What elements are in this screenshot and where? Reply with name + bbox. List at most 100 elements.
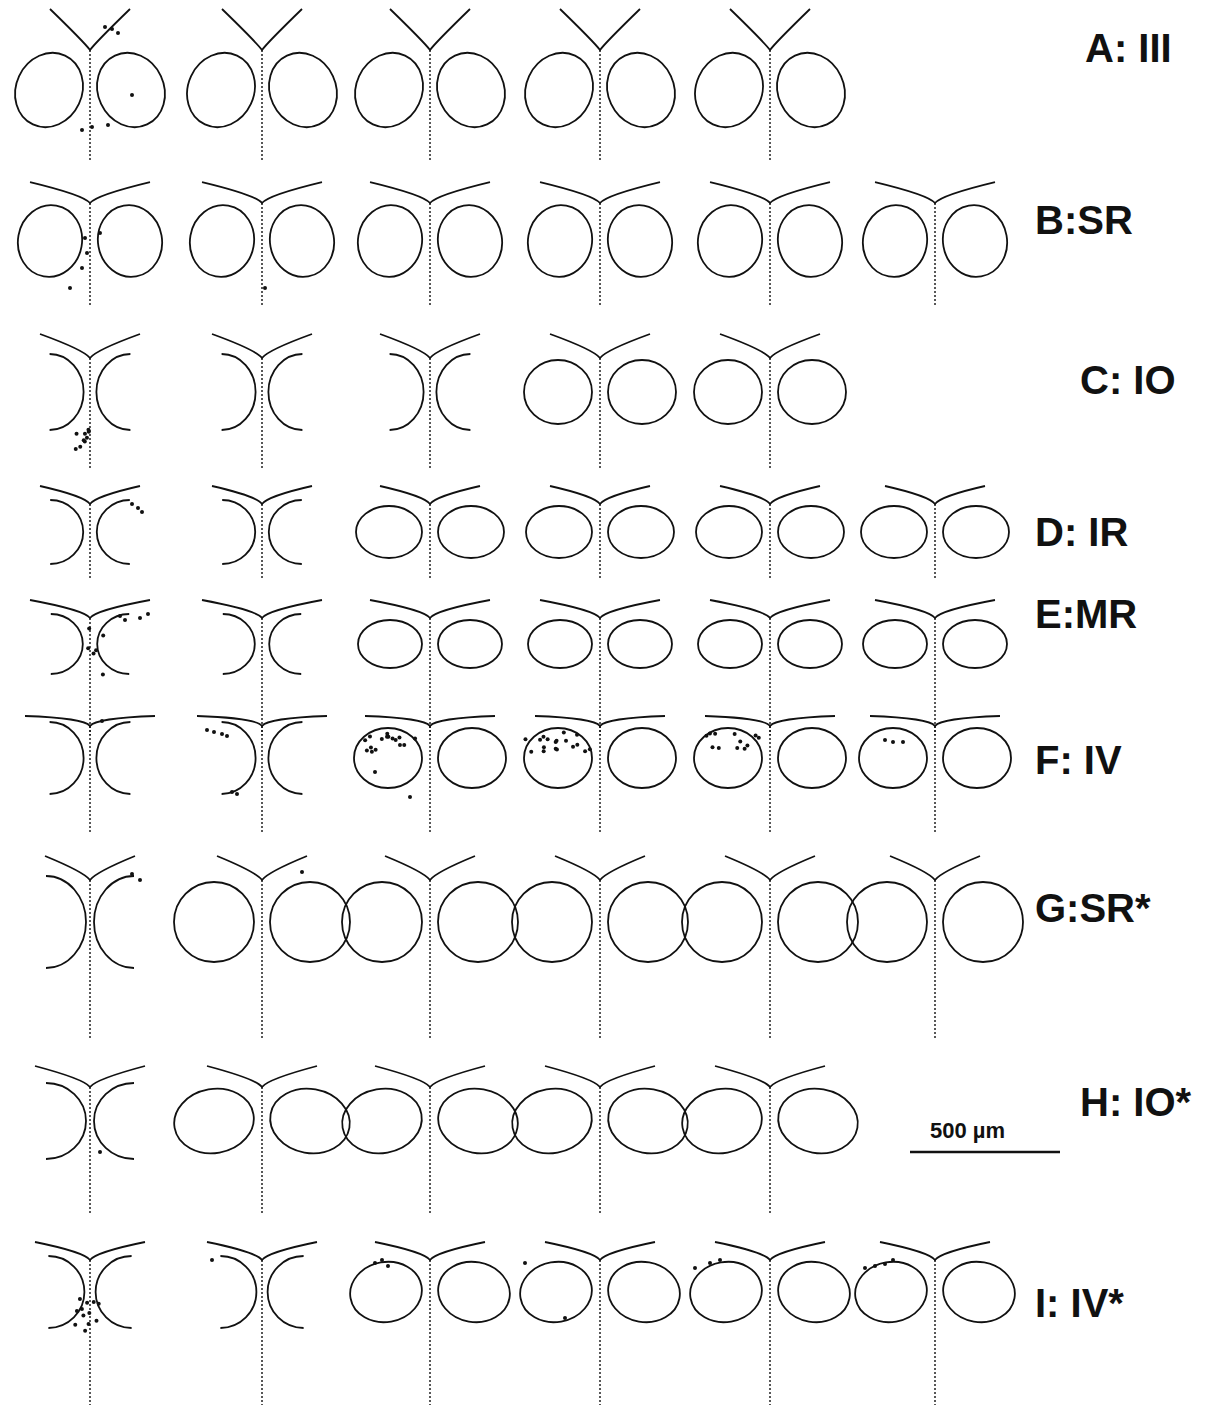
- section-row: [3, 9, 857, 160]
- nucleus-outline: [345, 1256, 426, 1328]
- labeled-neuron: [374, 748, 378, 752]
- nucleus-outline: [3, 42, 95, 139]
- midline: [261, 504, 262, 580]
- panel-label: E:MR: [1035, 594, 1137, 634]
- labeled-neuron: [542, 749, 546, 753]
- ventricle-outline: [40, 486, 140, 504]
- labeled-neuron: [891, 1258, 895, 1262]
- midline: [89, 1087, 90, 1215]
- labeled-neuron: [138, 878, 142, 882]
- labeled-neuron: [230, 790, 234, 794]
- nucleus-arc: [48, 1256, 84, 1328]
- nucleus-outline: [765, 42, 857, 139]
- labeled-neuron: [708, 731, 712, 735]
- labeled-neuron: [98, 231, 102, 235]
- nucleus-outline: [513, 42, 605, 139]
- labeled-neuron: [116, 31, 120, 35]
- nucleus-arc: [436, 354, 470, 430]
- labeled-neuron: [68, 286, 72, 290]
- ventricle-outline: [385, 856, 475, 880]
- nucleus-outline: [257, 42, 349, 139]
- labeled-neuron: [130, 93, 134, 97]
- labeled-neuron: [562, 730, 566, 734]
- labeled-neuron: [83, 432, 87, 436]
- ventricle-outline: [890, 856, 980, 880]
- panel-label: I: IV*: [1035, 1283, 1124, 1323]
- ventricle-outline: [50, 9, 130, 50]
- ventricle-outline: [720, 334, 820, 358]
- labeled-neuron: [386, 1264, 390, 1268]
- midline: [599, 1260, 600, 1405]
- midline: [89, 618, 90, 735]
- nucleus-outline: [438, 620, 502, 668]
- section-row: [12, 182, 1013, 305]
- nucleus-arc: [269, 500, 302, 564]
- nucleus-arc: [97, 614, 129, 674]
- midline: [89, 1260, 90, 1405]
- labeled-neuron: [118, 614, 122, 618]
- nucleus-outline: [778, 882, 858, 962]
- midline: [261, 203, 262, 305]
- ventricle-outline: [25, 716, 155, 726]
- ventricle-outline: [35, 1242, 145, 1260]
- nucleus-outline: [85, 42, 177, 139]
- labeled-neuron: [863, 1266, 867, 1270]
- panel-label: G:SR*: [1035, 888, 1151, 928]
- labeled-neuron: [398, 743, 402, 747]
- nucleus-outline: [692, 200, 768, 282]
- nucleus-outline: [694, 728, 762, 788]
- nucleus-arc: [94, 1083, 134, 1159]
- panel-label: B:SR: [1035, 200, 1133, 240]
- nucleus-outline: [608, 620, 672, 668]
- labeled-neuron: [101, 633, 105, 637]
- labeled-neuron: [883, 1262, 887, 1266]
- ventricle-outline: [715, 1242, 825, 1260]
- nucleus-arc: [222, 354, 256, 430]
- ventricle-outline: [212, 486, 312, 504]
- labeled-neuron: [373, 770, 377, 774]
- midline: [934, 880, 935, 1040]
- labeled-neuron: [891, 740, 895, 744]
- labeled-neuron: [575, 743, 579, 747]
- labeled-neuron: [529, 750, 533, 754]
- labeled-neuron: [883, 738, 887, 742]
- section-row: [40, 334, 846, 468]
- labeled-neuron: [136, 506, 140, 510]
- labeled-neuron: [75, 432, 79, 436]
- labeled-neuron: [542, 745, 546, 749]
- ventricle-outline: [875, 182, 995, 203]
- nucleus-outline: [175, 42, 267, 139]
- labeled-neuron: [370, 750, 374, 754]
- section-row: [40, 486, 1009, 580]
- midline: [261, 618, 262, 735]
- nucleus-arc: [220, 1256, 256, 1328]
- nucleus-outline: [522, 200, 598, 282]
- nucleus-outline: [603, 1083, 693, 1160]
- labeled-neuron: [85, 251, 89, 255]
- nucleus-outline: [861, 506, 927, 558]
- midline: [89, 880, 90, 1040]
- labeled-neuron: [74, 447, 78, 451]
- nucleus-outline: [438, 728, 506, 788]
- nucleus-outline: [515, 1256, 596, 1328]
- labeled-neuron: [83, 236, 87, 240]
- labeled-neuron: [80, 128, 84, 132]
- nucleus-outline: [608, 506, 674, 558]
- ventricle-outline: [202, 182, 322, 203]
- scale-bar: [910, 1151, 1060, 1154]
- labeled-neuron: [300, 870, 304, 874]
- labeled-neuron: [738, 739, 742, 743]
- ventricle-outline: [202, 600, 322, 618]
- labeled-neuron: [92, 652, 96, 656]
- nucleus-outline: [352, 200, 428, 282]
- labeled-neuron: [743, 747, 747, 751]
- nucleus-outline: [683, 42, 775, 139]
- midline: [429, 1260, 430, 1405]
- ventricle-outline: [870, 716, 1000, 726]
- ventricle-outline: [885, 486, 985, 504]
- labeled-neuron: [745, 744, 749, 748]
- nucleus-outline: [943, 882, 1023, 962]
- section-row: [30, 600, 1007, 735]
- labeled-neuron: [541, 735, 545, 739]
- labeled-neuron: [263, 286, 267, 290]
